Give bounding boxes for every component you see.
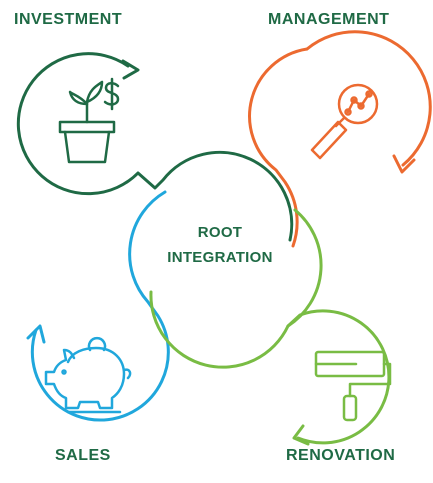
sales-label: SALES	[55, 447, 111, 464]
investment-arc	[16, 52, 294, 242]
investment-label: INVESTMENT	[14, 11, 123, 28]
piggy-bank-icon	[44, 336, 132, 414]
plant-pot-dollar-icon	[58, 77, 120, 164]
center-title-line1: ROOT	[197, 224, 243, 241]
management-label: MANAGEMENT	[268, 11, 390, 28]
investment-arrowhead	[121, 59, 140, 80]
renovation-arc	[149, 290, 391, 445]
management-arrowhead	[392, 154, 416, 174]
center-title-line2: INTEGRATION	[167, 249, 273, 266]
paint-roller-icon	[314, 350, 392, 422]
sales-arc	[30, 190, 170, 422]
management-cycle	[248, 30, 432, 248]
sales-arrowhead	[26, 324, 46, 344]
sales-cycle	[26, 190, 170, 422]
renovation-label: RENOVATION	[286, 447, 396, 464]
investment-cycle	[16, 52, 294, 242]
renovation-arrowhead	[292, 424, 310, 446]
management-arc	[248, 47, 309, 248]
renovation-arc-inner	[286, 208, 323, 328]
magnifier-chart-icon	[310, 83, 379, 160]
renovation-cycle	[149, 208, 391, 446]
management-arc-2	[305, 30, 432, 167]
